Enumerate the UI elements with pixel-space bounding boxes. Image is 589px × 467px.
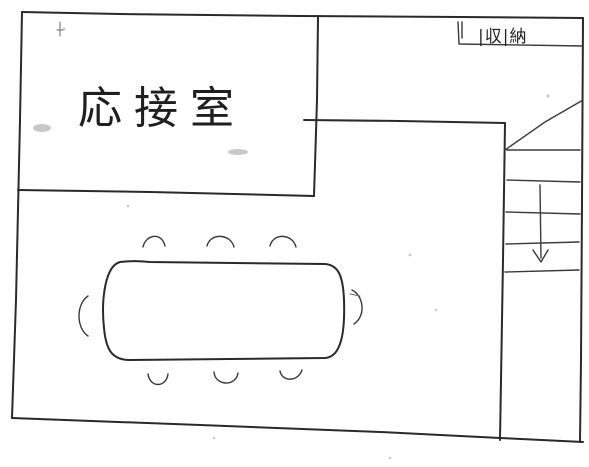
- chairs-top: [142, 235, 297, 248]
- reception-room-outline: [17, 15, 319, 197]
- storage-label: |収|納: [478, 27, 528, 47]
- pencil-marks: [33, 21, 550, 460]
- chair-right: [351, 289, 363, 325]
- staircase: [504, 99, 584, 273]
- chair-left: [78, 295, 89, 337]
- chair-right-detail: [349, 293, 361, 297]
- stair-wall: [499, 122, 506, 441]
- outer-walls: [11, 11, 584, 443]
- partition-wall: [303, 119, 506, 124]
- room-label: 応接室: [78, 83, 246, 134]
- storage-box: [457, 21, 584, 47]
- conference-table: [102, 260, 346, 361]
- chairs-bottom: [147, 369, 303, 386]
